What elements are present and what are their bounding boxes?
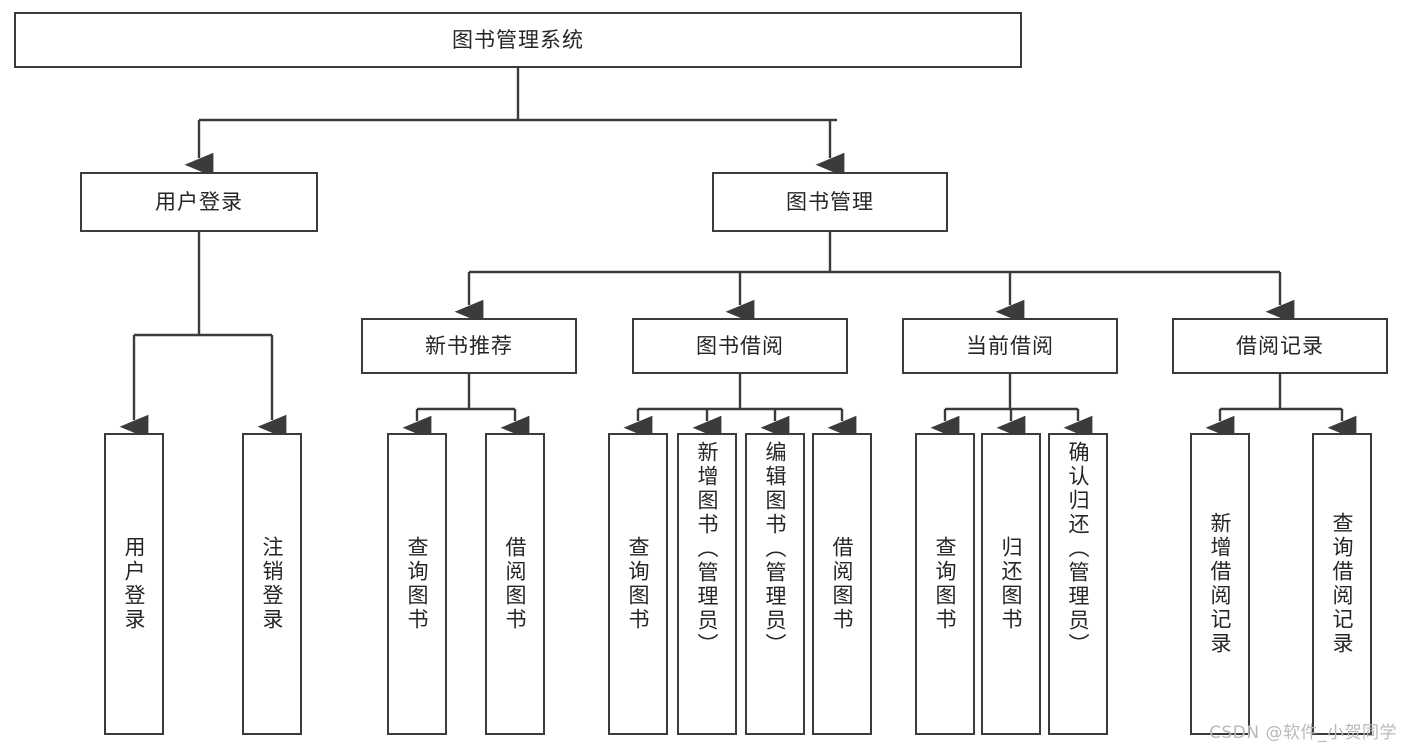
node-label: 图书管理 bbox=[786, 189, 874, 214]
node-label: 借阅图书 bbox=[830, 536, 855, 632]
node-label: 用户登录 bbox=[155, 189, 243, 214]
leaf-return-books[interactable]: 归还图书 bbox=[981, 433, 1041, 735]
leaf-add-book-admin[interactable]: 新增图书（管理员） bbox=[677, 433, 737, 735]
leaf-confirm-return-admin[interactable]: 确认归还（管理员） bbox=[1048, 433, 1108, 735]
node-new-book-recommend[interactable]: 新书推荐 bbox=[361, 318, 577, 374]
node-label: 查询图书 bbox=[933, 536, 958, 632]
leaf-query-borrow-record[interactable]: 查询借阅记录 bbox=[1312, 433, 1372, 735]
node-label: 归还图书 bbox=[999, 536, 1024, 632]
leaf-borrow-books-recommend[interactable]: 借阅图书 bbox=[485, 433, 545, 735]
node-label: 图书借阅 bbox=[696, 333, 784, 358]
leaf-borrow-books[interactable]: 借阅图书 bbox=[812, 433, 872, 735]
leaf-query-books-recommend[interactable]: 查询图书 bbox=[387, 433, 447, 735]
leaf-add-borrow-record[interactable]: 新增借阅记录 bbox=[1190, 433, 1250, 735]
leaf-logout[interactable]: 注销登录 bbox=[242, 433, 302, 735]
leaf-user-login[interactable]: 用户登录 bbox=[104, 433, 164, 735]
node-label: 查询图书 bbox=[626, 536, 651, 632]
node-book-management[interactable]: 图书管理 bbox=[712, 172, 948, 232]
node-root[interactable]: 图书管理系统 bbox=[14, 12, 1022, 68]
node-label: 新增图书（管理员） bbox=[695, 441, 720, 657]
node-label: 用户登录 bbox=[122, 536, 147, 632]
node-label: 借阅图书 bbox=[503, 536, 528, 632]
node-label: 当前借阅 bbox=[966, 333, 1054, 358]
node-book-borrow[interactable]: 图书借阅 bbox=[632, 318, 848, 374]
node-label: 查询图书 bbox=[405, 536, 430, 632]
node-label: 新增借阅记录 bbox=[1208, 512, 1233, 656]
node-label: 确认归还（管理员） bbox=[1066, 441, 1091, 657]
node-label: 新书推荐 bbox=[425, 333, 513, 358]
leaf-query-books-borrow[interactable]: 查询图书 bbox=[608, 433, 668, 735]
node-user-login[interactable]: 用户登录 bbox=[80, 172, 318, 232]
leaf-edit-book-admin[interactable]: 编辑图书（管理员） bbox=[745, 433, 805, 735]
node-label: 借阅记录 bbox=[1236, 333, 1324, 358]
node-label: 查询借阅记录 bbox=[1330, 512, 1355, 656]
node-borrow-records[interactable]: 借阅记录 bbox=[1172, 318, 1388, 374]
leaf-query-books-current[interactable]: 查询图书 bbox=[915, 433, 975, 735]
node-current-borrow[interactable]: 当前借阅 bbox=[902, 318, 1118, 374]
node-label: 编辑图书（管理员） bbox=[763, 441, 788, 657]
watermark-text: CSDN @软件_小贺同学 bbox=[1209, 723, 1397, 743]
node-label: 图书管理系统 bbox=[452, 27, 584, 52]
node-label: 注销登录 bbox=[260, 536, 285, 632]
